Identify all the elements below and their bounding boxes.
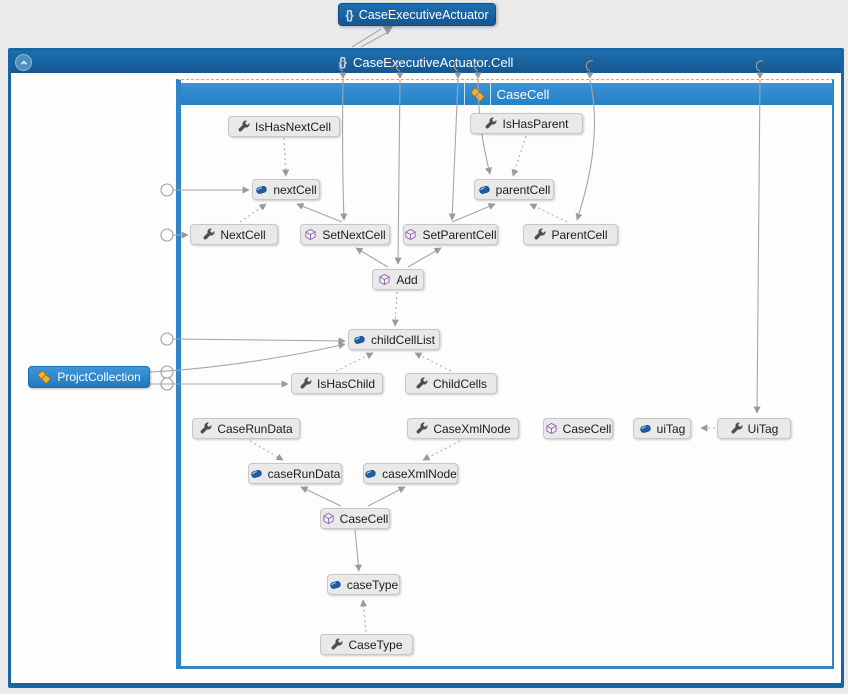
node-Add[interactable]: Add: [372, 269, 424, 290]
node-label: nextCell: [273, 182, 317, 197]
node-CaseCell[interactable]: CaseCell: [543, 418, 613, 439]
group-case-cell[interactable]: CaseCell: [176, 79, 834, 669]
property-icon: [199, 422, 212, 435]
node-label: childCellList: [370, 332, 436, 347]
node-IsHasParent[interactable]: IsHasParent: [470, 113, 583, 134]
node-label: CaseCell: [562, 421, 612, 436]
method-icon: [304, 228, 317, 241]
property-icon: [299, 377, 312, 390]
node-label: SetNextCell: [322, 227, 386, 242]
method-icon: [378, 273, 391, 286]
node-caseXmlNode[interactable]: caseXmlNode: [363, 463, 458, 484]
node-ProjctCollection[interactable]: ProjctCollection: [28, 366, 150, 388]
node-label: IsHasNextCell: [254, 119, 332, 134]
node-label: CaseCell: [339, 511, 389, 526]
method-icon: [322, 512, 335, 525]
node-CaseCell[interactable]: CaseCell: [320, 508, 390, 529]
node-NextCell[interactable]: NextCell: [190, 224, 278, 245]
property-icon: [415, 377, 428, 390]
node-CaseXmlNode[interactable]: CaseXmlNode: [407, 418, 519, 439]
node-CaseRunData[interactable]: CaseRunData: [192, 418, 300, 439]
node-label: SetParentCell: [422, 227, 497, 242]
node-label: caseXmlNode: [382, 466, 457, 481]
field-icon: [353, 333, 366, 346]
node-label: CaseType: [348, 637, 403, 652]
field-icon: [478, 183, 491, 196]
node-parentCell[interactable]: parentCell: [474, 179, 554, 200]
node-childCellList[interactable]: childCellList: [348, 329, 440, 350]
property-icon: [484, 117, 497, 130]
collapse-button[interactable]: [15, 54, 32, 71]
property-icon: [237, 120, 250, 133]
node-label: IsHasChild: [316, 376, 376, 391]
node-label: caseRunData: [267, 466, 341, 481]
property-icon: [533, 228, 546, 241]
node-label: NextCell: [220, 227, 266, 242]
node-label: ChildCells: [432, 376, 488, 391]
node-label: ParentCell: [551, 227, 608, 242]
node-caseType[interactable]: caseType: [327, 574, 400, 595]
group-header[interactable]: {} CaseExecutiveActuator.Cell: [11, 51, 841, 73]
field-icon: [250, 467, 263, 480]
node-ParentCell[interactable]: ParentCell: [523, 224, 618, 245]
node-label: Add: [396, 272, 418, 287]
node-SetParentCell[interactable]: SetParentCell: [403, 224, 498, 245]
node-IsHasChild[interactable]: IsHasChild: [291, 373, 383, 394]
node-uiTag[interactable]: uiTag: [633, 418, 691, 439]
field-icon: [329, 578, 342, 591]
class-icon: [37, 370, 51, 384]
group-title: CaseCell: [496, 86, 550, 102]
node-label: CaseRunData: [217, 421, 293, 436]
node-ChildCells[interactable]: ChildCells: [405, 373, 497, 394]
node-CaseExecutiveActuator[interactable]: {} CaseExecutiveActuator: [338, 3, 496, 26]
node-IsHasNextCell[interactable]: IsHasNextCell: [228, 116, 340, 137]
property-icon: [730, 422, 743, 435]
field-icon: [364, 467, 377, 480]
node-UiTag[interactable]: UiTag: [717, 418, 791, 439]
node-label: caseType: [346, 577, 399, 592]
namespace-icon: {}: [345, 7, 353, 22]
node-caseRunData[interactable]: caseRunData: [248, 463, 342, 484]
namespace-icon: {}: [338, 55, 347, 69]
method-icon: [545, 422, 558, 435]
property-icon: [415, 422, 428, 435]
node-label: parentCell: [495, 182, 551, 197]
node-label: IsHasParent: [502, 116, 569, 131]
field-icon: [255, 183, 268, 196]
property-icon: [330, 638, 343, 651]
group-header[interactable]: CaseCell: [181, 83, 832, 105]
group-title: CaseExecutiveActuator.Cell: [352, 54, 514, 70]
method-icon: [404, 228, 417, 241]
node-label: uiTag: [656, 421, 686, 436]
node-label: CaseXmlNode: [433, 421, 511, 436]
node-SetNextCell[interactable]: SetNextCell: [300, 224, 390, 245]
node-label: UiTag: [747, 421, 779, 436]
class-icon: [463, 83, 491, 105]
node-label: CaseExecutiveActuator: [358, 7, 489, 22]
node-CaseType[interactable]: CaseType: [320, 634, 413, 655]
property-icon: [202, 228, 215, 241]
node-label: ProjctCollection: [57, 370, 141, 384]
field-icon: [639, 422, 652, 435]
chevron-up-icon: [20, 60, 27, 65]
node-nextCell[interactable]: nextCell: [252, 179, 320, 200]
